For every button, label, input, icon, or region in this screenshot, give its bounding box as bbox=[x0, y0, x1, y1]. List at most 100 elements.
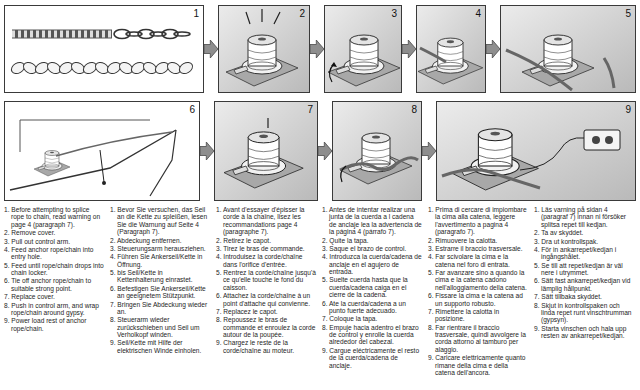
step-number: 9 bbox=[625, 104, 631, 115]
instruction-step: 6. Befestigen Sie Ankerseil/Kette an gee… bbox=[110, 285, 210, 300]
windlass bbox=[340, 133, 412, 184]
panel-ground bbox=[214, 101, 318, 201]
instruction-step: 2. Remove cover. bbox=[4, 229, 104, 236]
instruction-step: 7. Rimettere la calotta in posizione. bbox=[428, 308, 528, 323]
instruction-step: 9. Caricare elettricamente quanto rimane… bbox=[428, 354, 528, 376]
windlass bbox=[224, 132, 303, 188]
motion-arrow bbox=[341, 166, 346, 182]
panel-ground bbox=[4, 5, 204, 93]
instruction-step: 2. Retirez le capot. bbox=[216, 237, 316, 244]
rope bbox=[604, 58, 614, 88]
instruction-step: 4. Introduisez la corde/chaîne dans l'or… bbox=[216, 253, 316, 268]
screws bbox=[246, 9, 280, 24]
instruction-step: 9. Starta vinschen och hala upp resten a… bbox=[534, 325, 634, 340]
windlass-remove-cover bbox=[226, 9, 298, 86]
spliced-rope bbox=[9, 60, 194, 76]
instruction-step: 9. Power load rest of anchor rope/chain. bbox=[4, 317, 104, 332]
instruction-step: 7. Sätt tillbaka skyddet. bbox=[534, 293, 634, 300]
step-number: 5 bbox=[625, 8, 631, 19]
instruction-step: 6. Attachez la corde/chaîne à un point d… bbox=[216, 292, 316, 307]
instruction-step: 6. Sätt fast ankarrepet/kedjan vid lämpl… bbox=[534, 277, 634, 292]
panel-ground bbox=[332, 101, 422, 201]
windlass-rope-to-locker bbox=[506, 35, 614, 90]
rope bbox=[12, 30, 112, 39]
rope-strands bbox=[12, 31, 112, 38]
panel-ground bbox=[436, 101, 636, 201]
instruction-step: 3. Saque el brazo de control. bbox=[322, 245, 422, 252]
step-panel: 4 bbox=[416, 5, 486, 93]
panel-ground bbox=[416, 5, 486, 93]
instruction-step: 7. Coloque la tapa. bbox=[322, 315, 422, 322]
instruction-step: 3. Pull out control arm. bbox=[4, 238, 104, 245]
instruction-step: 4. Feed anchor rope/chain into entry hol… bbox=[4, 246, 104, 261]
arrow-head bbox=[331, 62, 337, 67]
step-panel: 5 bbox=[500, 5, 636, 93]
screw bbox=[267, 118, 268, 128]
step-number: 1 bbox=[193, 8, 199, 19]
instruction-step: 3. Steuerungsarm herausziehen. bbox=[110, 245, 210, 252]
instruction-step: 2. Quite la tapa. bbox=[322, 237, 422, 244]
language-column: 1. Before attempting to splice rope to c… bbox=[4, 206, 104, 333]
step-panel: 7 bbox=[214, 101, 318, 201]
step-arrow bbox=[204, 40, 218, 58]
instruction-step: 1. Avant d'essayer d'épisser la corde à … bbox=[216, 206, 316, 236]
language-column: 1. Avant d'essayer d'épisser la corde à … bbox=[216, 206, 316, 355]
step-arrow bbox=[318, 142, 332, 160]
step-panel: 9 bbox=[436, 101, 636, 201]
step-panel: 6 bbox=[4, 101, 200, 201]
language-column: 1. Läs varning på sidan 4 (paragraf 7) i… bbox=[534, 206, 634, 340]
panel-ground bbox=[500, 5, 636, 93]
anchor-line bbox=[56, 132, 172, 156]
step-number: 8 bbox=[411, 104, 417, 115]
windlass-power-load bbox=[442, 129, 620, 190]
instruction-step: 9. Chargez le reste de la corde/chaîne a… bbox=[216, 339, 316, 354]
instruction-step: 8. Empuje hacia adentro el brazo de cont… bbox=[322, 324, 422, 346]
step-panel: 2 bbox=[218, 5, 310, 93]
instruction-step: 9. Cargue eléctricamente el resto de la … bbox=[322, 347, 422, 369]
rope bbox=[420, 48, 446, 62]
instruction-step: 8. Push in control arm, and wrap rope/ch… bbox=[4, 302, 104, 317]
step-panel: 8 bbox=[332, 101, 422, 201]
instruction-step: 6. Tie off anchor rope/chain to suitable… bbox=[4, 277, 104, 292]
instruction-step: 7. Replace cover. bbox=[4, 293, 104, 300]
windlass bbox=[328, 35, 400, 86]
chain bbox=[114, 30, 190, 39]
step-number: 6 bbox=[189, 104, 195, 115]
instruction-step: 3. Estrarre il braccio trasversale. bbox=[428, 245, 528, 252]
step-number: 2 bbox=[299, 8, 305, 19]
step-panel: 1 bbox=[4, 5, 204, 93]
instruction-step: 6. Fissare la cima e la catena ad un sup… bbox=[428, 292, 528, 307]
instruction-step: 1. Läs varning på sidan 4 (paragraf 7) i… bbox=[534, 206, 634, 228]
instruction-step: 8. Steuerarm wieder zurückschieben und S… bbox=[110, 316, 210, 338]
instruction-step: 3. Dra ut kontrollspak. bbox=[534, 238, 634, 245]
control-button bbox=[592, 136, 600, 144]
rope-chain-splice bbox=[9, 30, 194, 76]
instruction-step: 2. Rimuovere la calotta. bbox=[428, 237, 528, 244]
step-arrow bbox=[402, 40, 416, 58]
windlass-pull-arm bbox=[328, 35, 400, 86]
instruction-step: 5. Feed until rope/chain drops into chai… bbox=[4, 262, 104, 277]
windlass-replace-cover bbox=[224, 118, 303, 188]
instruction-step: 6. Ate la cuerda/cadena a un punto fuert… bbox=[322, 300, 422, 315]
instruction-step: 7. Bringen Sie Abdeckung wieder an. bbox=[110, 301, 210, 316]
language-column: 1. Prima di cercare di impiombare la cim… bbox=[428, 206, 528, 377]
rope bbox=[506, 50, 572, 90]
step-arrow bbox=[310, 40, 324, 58]
instruction-step: 1. Prima di cercare di impiombare la cim… bbox=[428, 206, 528, 236]
step-arrow bbox=[200, 142, 214, 160]
instruction-step: 2. Abdeckung entfernen. bbox=[110, 237, 210, 244]
control-button bbox=[605, 136, 613, 144]
step-number: 3 bbox=[391, 8, 397, 19]
instruction-step: 8. Repoussez le bras de commande et enro… bbox=[216, 316, 316, 338]
hull-line bbox=[150, 130, 176, 196]
instruction-step: 4. Introduzca la cuerda/cadena de anclaj… bbox=[322, 253, 422, 275]
instruction-step: 5. Rentrez la corde/chaîne jusqu'à ce qu… bbox=[216, 269, 316, 291]
instruction-step: 5. Suelte cuerda hasta que la cuerda/cad… bbox=[322, 276, 422, 298]
panel-ground bbox=[218, 5, 310, 93]
instruction-step: 4. För in ankarrepet/kedjan i ingångshål… bbox=[534, 246, 634, 261]
motion-arrow bbox=[329, 64, 334, 82]
instruction-step: 1. Bevor Sie versuchen, das Seil an die … bbox=[110, 206, 210, 236]
instruction-step: 3. Tirez le bras de commande. bbox=[216, 245, 316, 252]
windlass bbox=[452, 129, 538, 190]
